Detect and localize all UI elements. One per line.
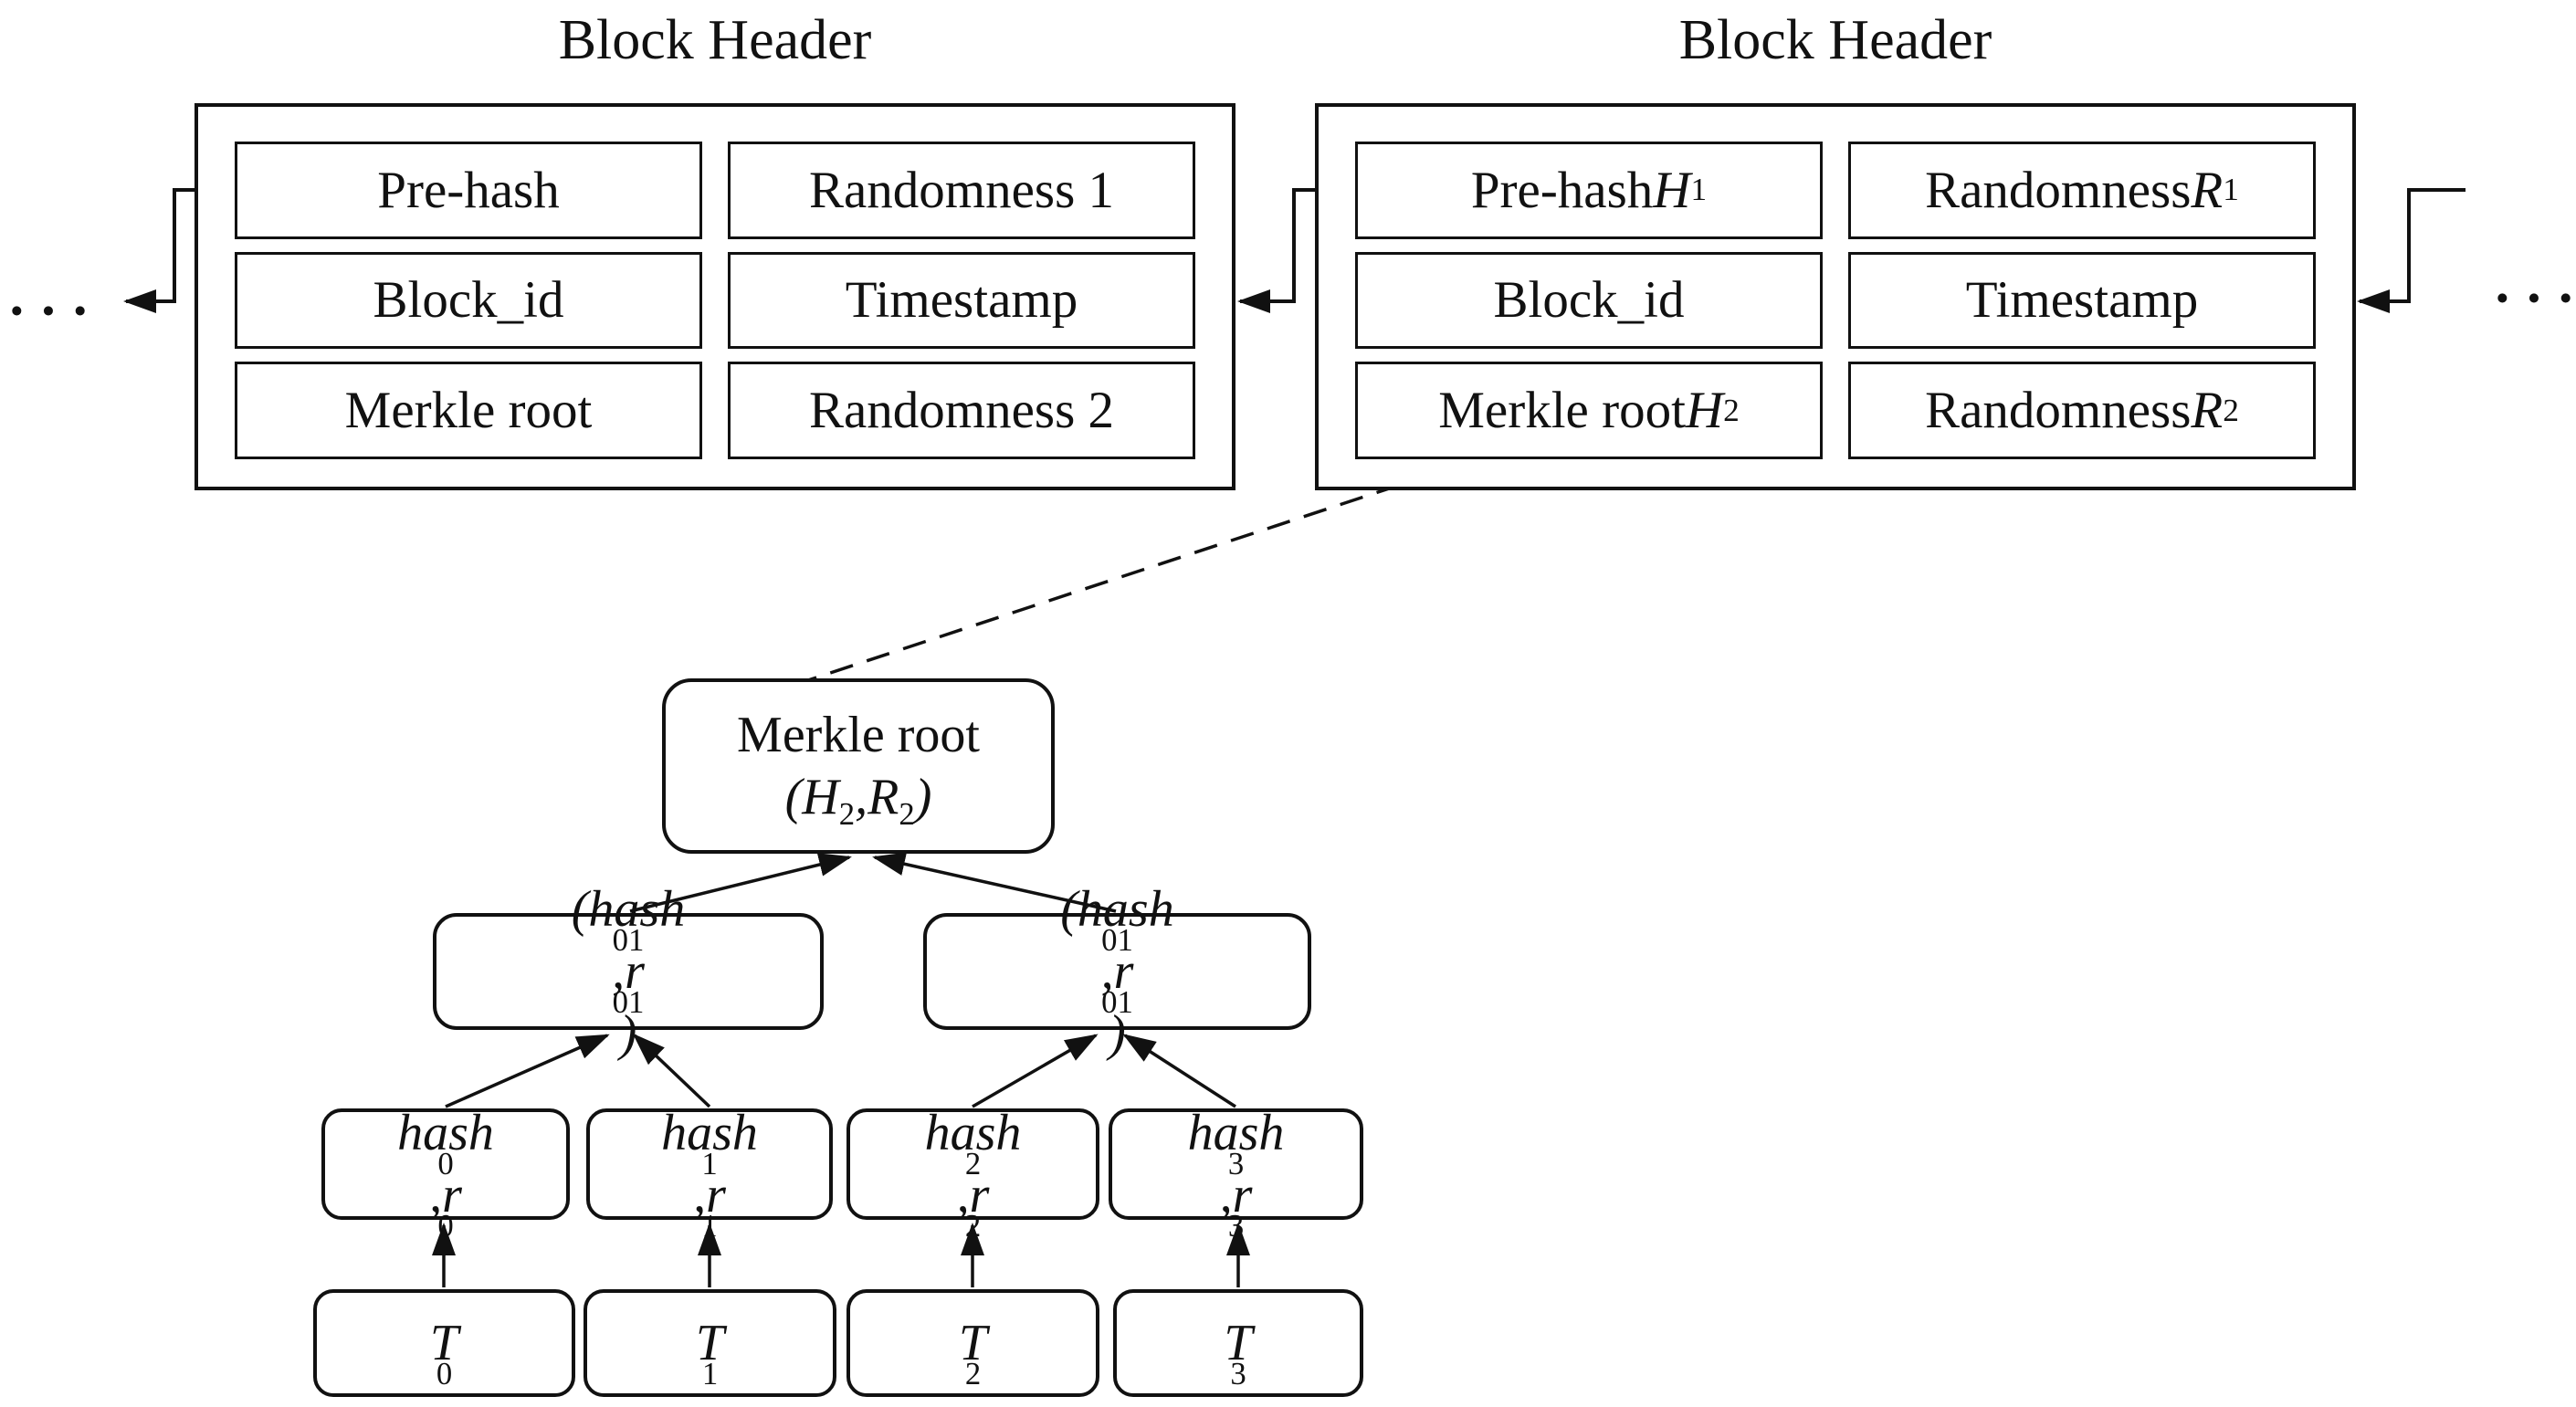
arrow-hash1-internal-left bbox=[632, 1033, 711, 1108]
arrow-hash2-internal-right bbox=[972, 1034, 1099, 1108]
merkle-root-value: (H2,R2) bbox=[784, 769, 932, 833]
cell-pre-hash: Pre-hash bbox=[235, 142, 702, 239]
block-header-previous: Pre-hash Randomness 1 Block_id Timestamp… bbox=[195, 103, 1235, 490]
merkle-root-label: Merkle root bbox=[737, 706, 980, 763]
ellipsis-next-blocks: ··· bbox=[2493, 268, 2575, 330]
block-header-title-left: Block Header bbox=[558, 9, 872, 71]
arrow-next-chain bbox=[2357, 188, 2466, 313]
cell-block-id-2: Block_id bbox=[1355, 251, 1823, 350]
cell-merkle-root: Merkle root bbox=[235, 362, 702, 459]
block-header-title-right: Block Header bbox=[1678, 9, 1992, 71]
cell-block-id: Block_id bbox=[235, 251, 702, 350]
cell-randomness-1: Randomness 1 bbox=[728, 142, 1195, 239]
arrow-hash0-internal-left bbox=[445, 1034, 610, 1108]
cell-timestamp: Timestamp bbox=[728, 251, 1195, 350]
merkle-root-node: Merkle root (H2,R2) bbox=[662, 678, 1055, 854]
ellipsis-previous-blocks: ··· bbox=[7, 280, 103, 342]
cell-timestamp-2: Timestamp bbox=[1848, 251, 2316, 350]
arrow-hash3-internal-right bbox=[1122, 1034, 1236, 1108]
cell-randomness-2: Randomness 2 bbox=[728, 362, 1195, 459]
dashed-merkle-root-link bbox=[807, 459, 1473, 682]
